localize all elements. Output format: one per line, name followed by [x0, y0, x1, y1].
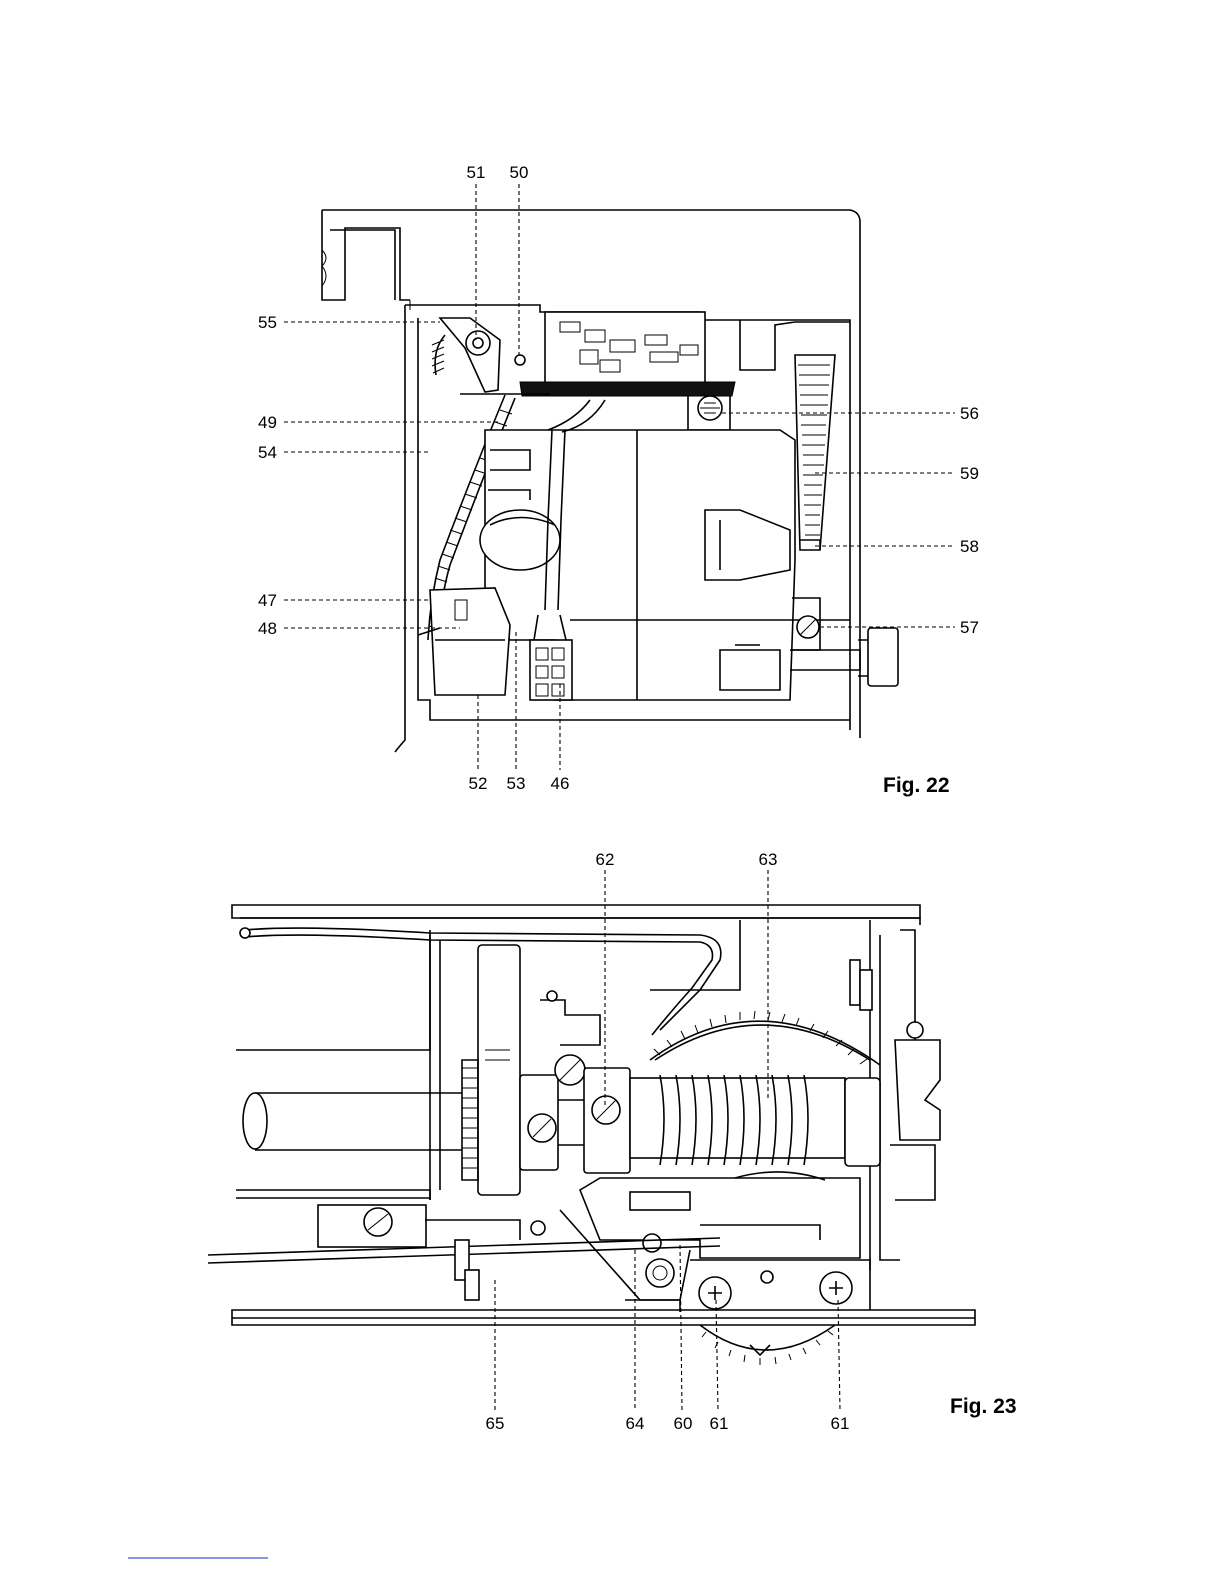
- label-49: 49: [258, 413, 277, 432]
- belt-teeth: [798, 365, 830, 535]
- pulley-teeth: [462, 1068, 478, 1168]
- fig22-drawing: [322, 210, 898, 752]
- label-59: 59: [960, 464, 979, 483]
- label-61-right: 61: [831, 1414, 850, 1433]
- label-55: 55: [258, 313, 277, 332]
- label-51: 51: [467, 163, 486, 182]
- figure-23-caption: Fig. 23: [950, 1395, 1017, 1418]
- label-62: 62: [596, 850, 615, 869]
- label-58: 58: [960, 537, 979, 556]
- label-56: 56: [960, 404, 979, 423]
- fig23-drawing: [208, 905, 975, 1365]
- label-64: 64: [626, 1414, 645, 1433]
- label-65: 65: [486, 1414, 505, 1433]
- label-47: 47: [258, 591, 277, 610]
- figure-22-caption: Fig. 22: [883, 774, 950, 797]
- label-52: 52: [469, 774, 488, 793]
- label-63: 63: [759, 850, 778, 869]
- label-50: 50: [510, 163, 529, 182]
- label-61-left: 61: [710, 1414, 729, 1433]
- label-53: 53: [507, 774, 526, 793]
- label-48: 48: [258, 619, 277, 638]
- label-46: 46: [551, 774, 570, 793]
- label-57: 57: [960, 618, 979, 637]
- label-54: 54: [258, 443, 277, 462]
- label-60: 60: [674, 1414, 693, 1433]
